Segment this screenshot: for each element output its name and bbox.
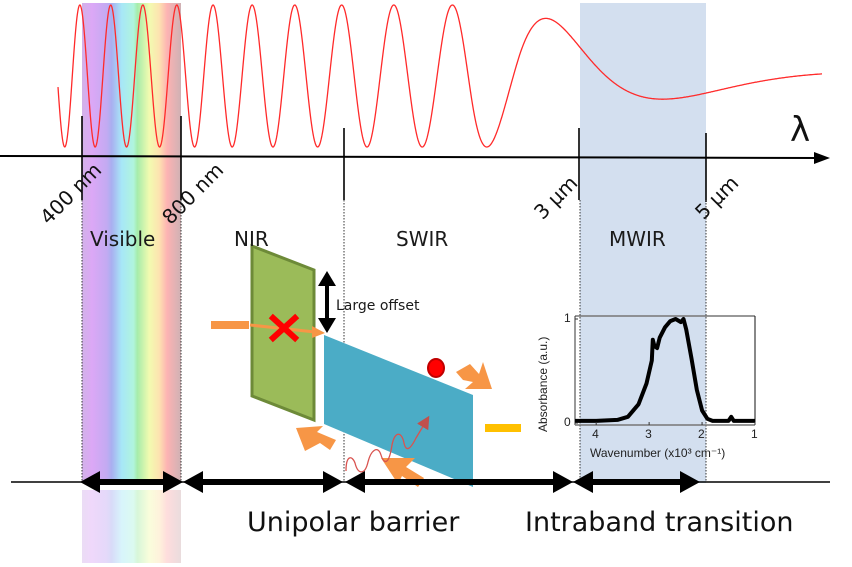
offset-double-arrow-icon [318,271,336,333]
inset-xtick-label: 1 [751,427,758,441]
inset-ytick-label: 0 [564,415,571,429]
region-nir: NIR [234,227,269,251]
well-layer [324,335,473,487]
visible-band-reflection [82,490,181,563]
incoming-carrier-bar [211,321,249,329]
range-arrows [80,471,700,493]
lambda-symbol: λ [790,110,811,150]
inset-ylabel: Absorbance (a.u.) [536,336,550,432]
region-visible: Visible [90,227,156,251]
wavelength-axis [0,155,821,159]
inset-xtick-label: 3 [645,427,652,441]
inset-xtick-label: 2 [698,427,705,441]
blocked-arrowhead-icon [312,326,325,338]
large-offset-label: Large offset [336,298,420,314]
range-arrow-mwir [573,471,700,493]
em-wave [57,4,822,148]
photon-wave-icon [345,415,430,473]
mechanism-intraband-transition: Intraband transition [525,507,794,538]
region-dividers [81,200,707,482]
mwir-band [580,3,706,483]
electron-icon [427,358,445,378]
inset-xlabel: Wavenumber (x10³ cm⁻¹) [590,446,726,460]
region-mwir: MWIR [609,227,666,251]
range-arrow-nir [183,471,343,493]
inset-xtick-label: 4 [592,427,599,441]
range-arrow-visible [80,471,183,493]
range-arrow-swir [345,471,573,493]
minus-bar-icon [485,424,521,432]
inset-series-absorbance [575,317,755,423]
region-swir: SWIR [396,227,449,251]
absorbance-inset-chart [574,315,756,426]
mechanism-unipolar-barrier: Unipolar barrier [247,507,460,538]
inset-ytick-label: 1 [564,311,571,325]
blocked-x-icon [268,313,300,343]
hole-arrow-icon [296,426,336,451]
axis-arrowhead-icon [814,152,830,164]
electron-out-arrow-icon [456,362,492,389]
visible-band [82,3,181,483]
barrier-layer [250,243,316,423]
